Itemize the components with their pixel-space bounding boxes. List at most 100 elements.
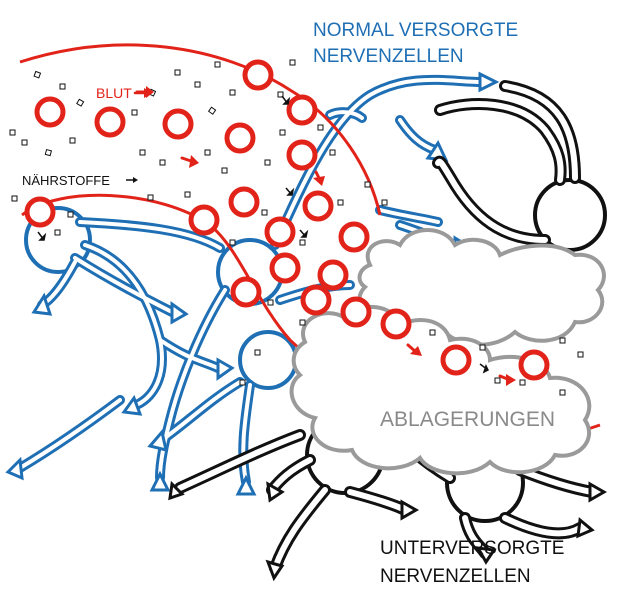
synapse-icon xyxy=(235,474,257,496)
nutrient-particle-icon xyxy=(184,191,191,198)
arrow-right-icon xyxy=(406,343,422,356)
blood-cell-icon xyxy=(264,216,296,248)
synapse-icon xyxy=(31,292,53,316)
nutrient-particle-icon xyxy=(204,149,211,156)
arrow-right-icon xyxy=(313,170,325,186)
labels: NORMAL VERSORGTE NERVENZELLEN BLUT NÄHRS… xyxy=(22,20,564,587)
synapse-icon xyxy=(576,517,595,539)
nutrient-particle-icon xyxy=(329,149,336,156)
blood-cell-icon xyxy=(338,221,370,253)
nutrient-particle-icon xyxy=(337,199,344,206)
nutrient-particle-icon xyxy=(559,389,566,396)
synapse-icon xyxy=(5,456,24,481)
nutrient-particle-icon xyxy=(59,83,66,90)
synapse-icon xyxy=(475,546,497,565)
nutrient-particle-icon xyxy=(254,349,261,356)
synapse-icon xyxy=(121,394,143,416)
nutrient-particle-icon xyxy=(131,109,138,116)
nutrient-particle-icon xyxy=(289,59,296,66)
synapse-icon xyxy=(216,357,235,381)
nutrient-particle-icon xyxy=(277,91,284,98)
blood-cell-icon xyxy=(34,96,66,128)
arrow-right-icon xyxy=(133,88,152,98)
blood-cell-icon xyxy=(228,186,260,218)
blood-cell-icon xyxy=(340,296,372,328)
arrow-right-icon xyxy=(126,177,138,183)
nutrient-particle-icon xyxy=(69,137,76,144)
nutrient-particle-icon xyxy=(239,379,246,386)
blue-neuron-body xyxy=(238,330,298,390)
nutrient-particle-icon xyxy=(214,61,221,68)
synapse-icon xyxy=(149,470,171,492)
blood-cell-icon xyxy=(162,108,194,140)
nutrient-particle-icon xyxy=(139,149,146,156)
nutrient-particle-icon xyxy=(364,181,371,188)
nutrient-particle-icon xyxy=(299,239,306,246)
nutrient-particle-icon xyxy=(381,199,388,206)
blood-cell-icon xyxy=(302,190,334,222)
nutrient-particle-icon xyxy=(479,344,486,351)
arrow-right-icon xyxy=(37,231,47,241)
arrow-right-icon xyxy=(498,374,516,386)
blue-neuron-body xyxy=(24,206,92,274)
blood-cell-icon xyxy=(94,106,126,138)
nutrient-particle-icon xyxy=(207,106,217,115)
blood-cell-icon xyxy=(188,204,220,236)
nutrient-particle-icon xyxy=(9,129,16,136)
synapse-icon xyxy=(266,481,285,503)
normal-neurons-label-line2: NERVENZELLEN xyxy=(313,46,464,67)
blood-cell-icon xyxy=(300,284,332,316)
nutrient-particle-icon xyxy=(267,299,274,306)
nutrient-particle-icon xyxy=(261,209,268,216)
blood-cell-icon xyxy=(317,259,349,291)
nutrient-particle-icon xyxy=(21,139,28,146)
normal-neurons-label-line1: NORMAL VERSORGTE xyxy=(313,20,518,41)
blood-cell-icon xyxy=(242,59,274,91)
synapse-icon xyxy=(147,428,168,453)
nutrients-label: NÄHRSTOFFE xyxy=(22,173,110,188)
arrow-right-icon xyxy=(281,95,291,105)
arrow-right-icon xyxy=(479,363,490,374)
nutrient-particle-icon xyxy=(229,239,236,246)
nutrient-particle-icon xyxy=(429,329,436,336)
nutrient-particle-icon xyxy=(44,148,53,157)
synapse-icon xyxy=(170,301,189,325)
nutrient-particle-icon xyxy=(33,70,42,79)
arrow-right-icon xyxy=(285,187,295,196)
under-neurons-label-line2: NERVENZELLEN xyxy=(380,566,531,587)
blood-cell-icon xyxy=(269,252,301,284)
arrow-right-icon xyxy=(180,155,199,168)
blood-cell-icon xyxy=(518,349,550,381)
nutrient-particle-icon xyxy=(221,167,228,174)
synapse-icon xyxy=(588,481,608,503)
nutrient-particle-icon xyxy=(147,194,154,201)
nutrient-particles xyxy=(9,59,584,396)
under-neurons-label-line1: UNTERVERSORGTE xyxy=(380,538,564,559)
nutrient-particle-icon xyxy=(159,159,166,166)
deposits xyxy=(289,228,606,476)
nutrient-particle-icon xyxy=(194,81,201,88)
nutrient-particle-icon xyxy=(11,195,18,202)
synapse-icon xyxy=(265,559,285,582)
blood-cell-icon xyxy=(286,139,318,171)
synapse-icon xyxy=(478,71,500,93)
blood-cell-icon xyxy=(440,344,472,376)
blood-cells xyxy=(24,59,550,381)
deposits-label: ABLAGERUNGEN xyxy=(380,408,555,431)
nutrient-particle-icon xyxy=(559,337,566,344)
nutrient-particle-icon xyxy=(264,159,271,166)
blood-cell-icon xyxy=(24,196,56,228)
synapse-icon xyxy=(400,499,420,521)
nutrient-flow-arrows xyxy=(37,95,490,374)
nutrient-particle-icon xyxy=(299,319,306,326)
blood-label: BLUT xyxy=(96,85,132,101)
nutrient-particle-icon xyxy=(494,377,501,384)
blood-cell-icon xyxy=(230,276,262,308)
nutrient-particle-icon xyxy=(67,211,74,218)
nutrient-particle-icon xyxy=(174,69,181,76)
synapse-icon xyxy=(168,480,185,501)
nutrient-particle-icon xyxy=(229,89,236,96)
arrow-right-icon xyxy=(299,229,309,238)
